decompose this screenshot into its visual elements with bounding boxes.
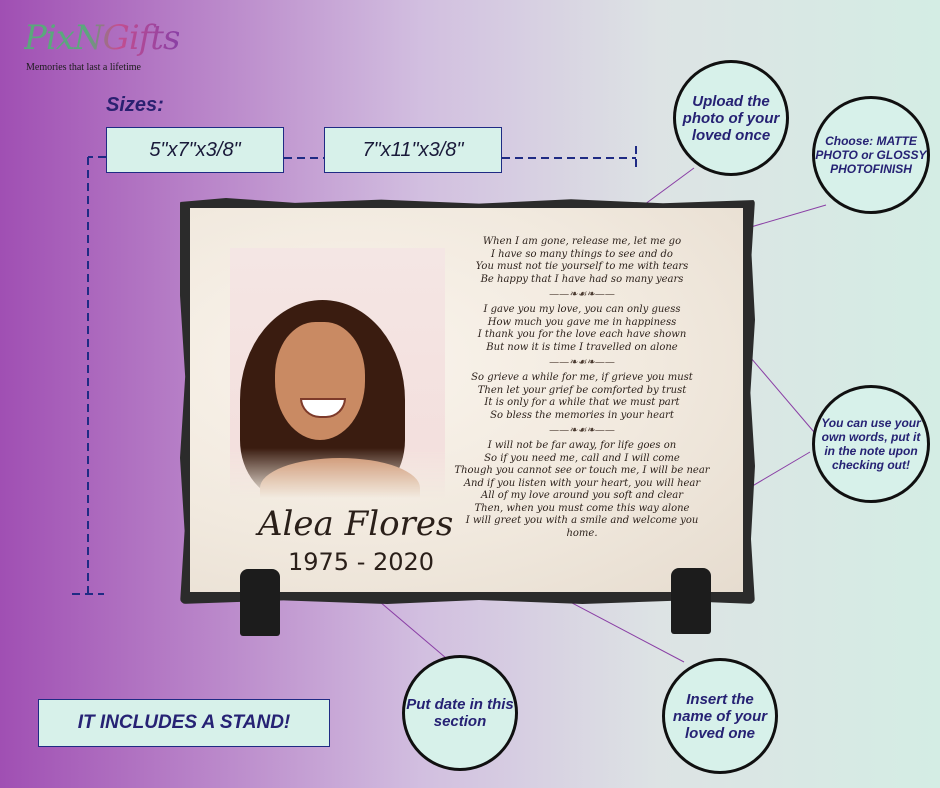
ornament-divider: ——❧☙❧—— xyxy=(549,357,615,368)
plaque-stand-left xyxy=(240,569,280,636)
poem-line: You must not tie yourself to me with tea… xyxy=(475,261,689,272)
plaque-stand-right xyxy=(671,568,711,634)
callout-custom-words: You can use your own words, put it in th… xyxy=(812,385,930,503)
poem-line: All of my love around you soft and clear xyxy=(481,490,683,501)
brand-name: PixNGifts xyxy=(24,18,180,58)
poem-line: I will greet you with a smile and welcom… xyxy=(465,515,699,539)
brand-logo: PixNGifts Memories that last a lifetime xyxy=(20,18,180,78)
poem-line: When I am gone, release me, let me go xyxy=(482,236,682,247)
slate-plaque: Alea Flores 1975 - 2020 When I am gone, … xyxy=(180,198,755,604)
ornament-divider: ——❧☙❧—— xyxy=(549,289,615,300)
poem-line: It is only for a while that we must part xyxy=(484,397,680,408)
memorial-dates: 1975 - 2020 xyxy=(288,548,435,576)
poem-line: I gave you my love, you can only guess xyxy=(483,304,681,315)
sizes-heading: Sizes: xyxy=(106,94,164,116)
poem-line: Though you cannot see or touch me, I wil… xyxy=(454,465,710,476)
poem-line: I have so many things to see and do xyxy=(491,248,673,260)
memorial-poem: When I am gone, release me, let me go I … xyxy=(452,236,712,540)
memorial-photo[interactable] xyxy=(230,248,445,518)
poem-stanza: I gave you my love, you can only guess H… xyxy=(452,304,712,354)
slate-surface: Alea Flores 1975 - 2020 When I am gone, … xyxy=(190,208,743,592)
poem-line: But now it is time I travelled on alone xyxy=(486,341,678,353)
callout-date-section: Put date in this section xyxy=(402,655,518,771)
size-option-large[interactable]: 7"x11"x3/8" xyxy=(324,127,502,173)
poem-line: Then, when you must come this way alone xyxy=(474,502,690,514)
poem-line: So bless the memories in your heart xyxy=(490,409,674,421)
stand-included-note: IT INCLUDES A STAND! xyxy=(38,699,330,747)
poem-line: Be happy that I have had so many years xyxy=(480,273,684,285)
callout-finish-choice: Choose: MATTE PHOTO or GLOSSY PHOTOFINIS… xyxy=(812,96,930,214)
poem-stanza: I will not be far away, for life goes on… xyxy=(452,440,712,540)
poem-stanza: When I am gone, release me, let me go I … xyxy=(452,236,712,286)
callout-insert-name: Insert the name of your loved one xyxy=(662,658,778,774)
callout-upload-photo: Upload the photo of your loved once xyxy=(673,60,789,176)
photo-face xyxy=(275,322,365,440)
memorial-name: Alea Flores xyxy=(258,504,454,544)
poem-line: How much you gave me in happiness xyxy=(487,316,677,328)
poem-line: I thank you for the love each have shown xyxy=(477,329,687,340)
brand-tagline: Memories that last a lifetime xyxy=(26,62,141,73)
poem-stanza: So grieve a while for me, if grieve you … xyxy=(452,372,712,422)
ornament-divider: ——❧☙❧—— xyxy=(549,425,615,436)
poem-line: And if you listen with your heart, you w… xyxy=(463,477,701,489)
poem-line: So if you need me, call and I will come xyxy=(484,452,680,464)
poem-line: I will not be far away, for life goes on xyxy=(487,440,677,451)
poem-line: So grieve a while for me, if grieve you … xyxy=(471,372,693,383)
size-option-small[interactable]: 5"x7"x3/8" xyxy=(106,127,284,173)
poem-line: Then let your grief be comforted by trus… xyxy=(477,384,687,396)
